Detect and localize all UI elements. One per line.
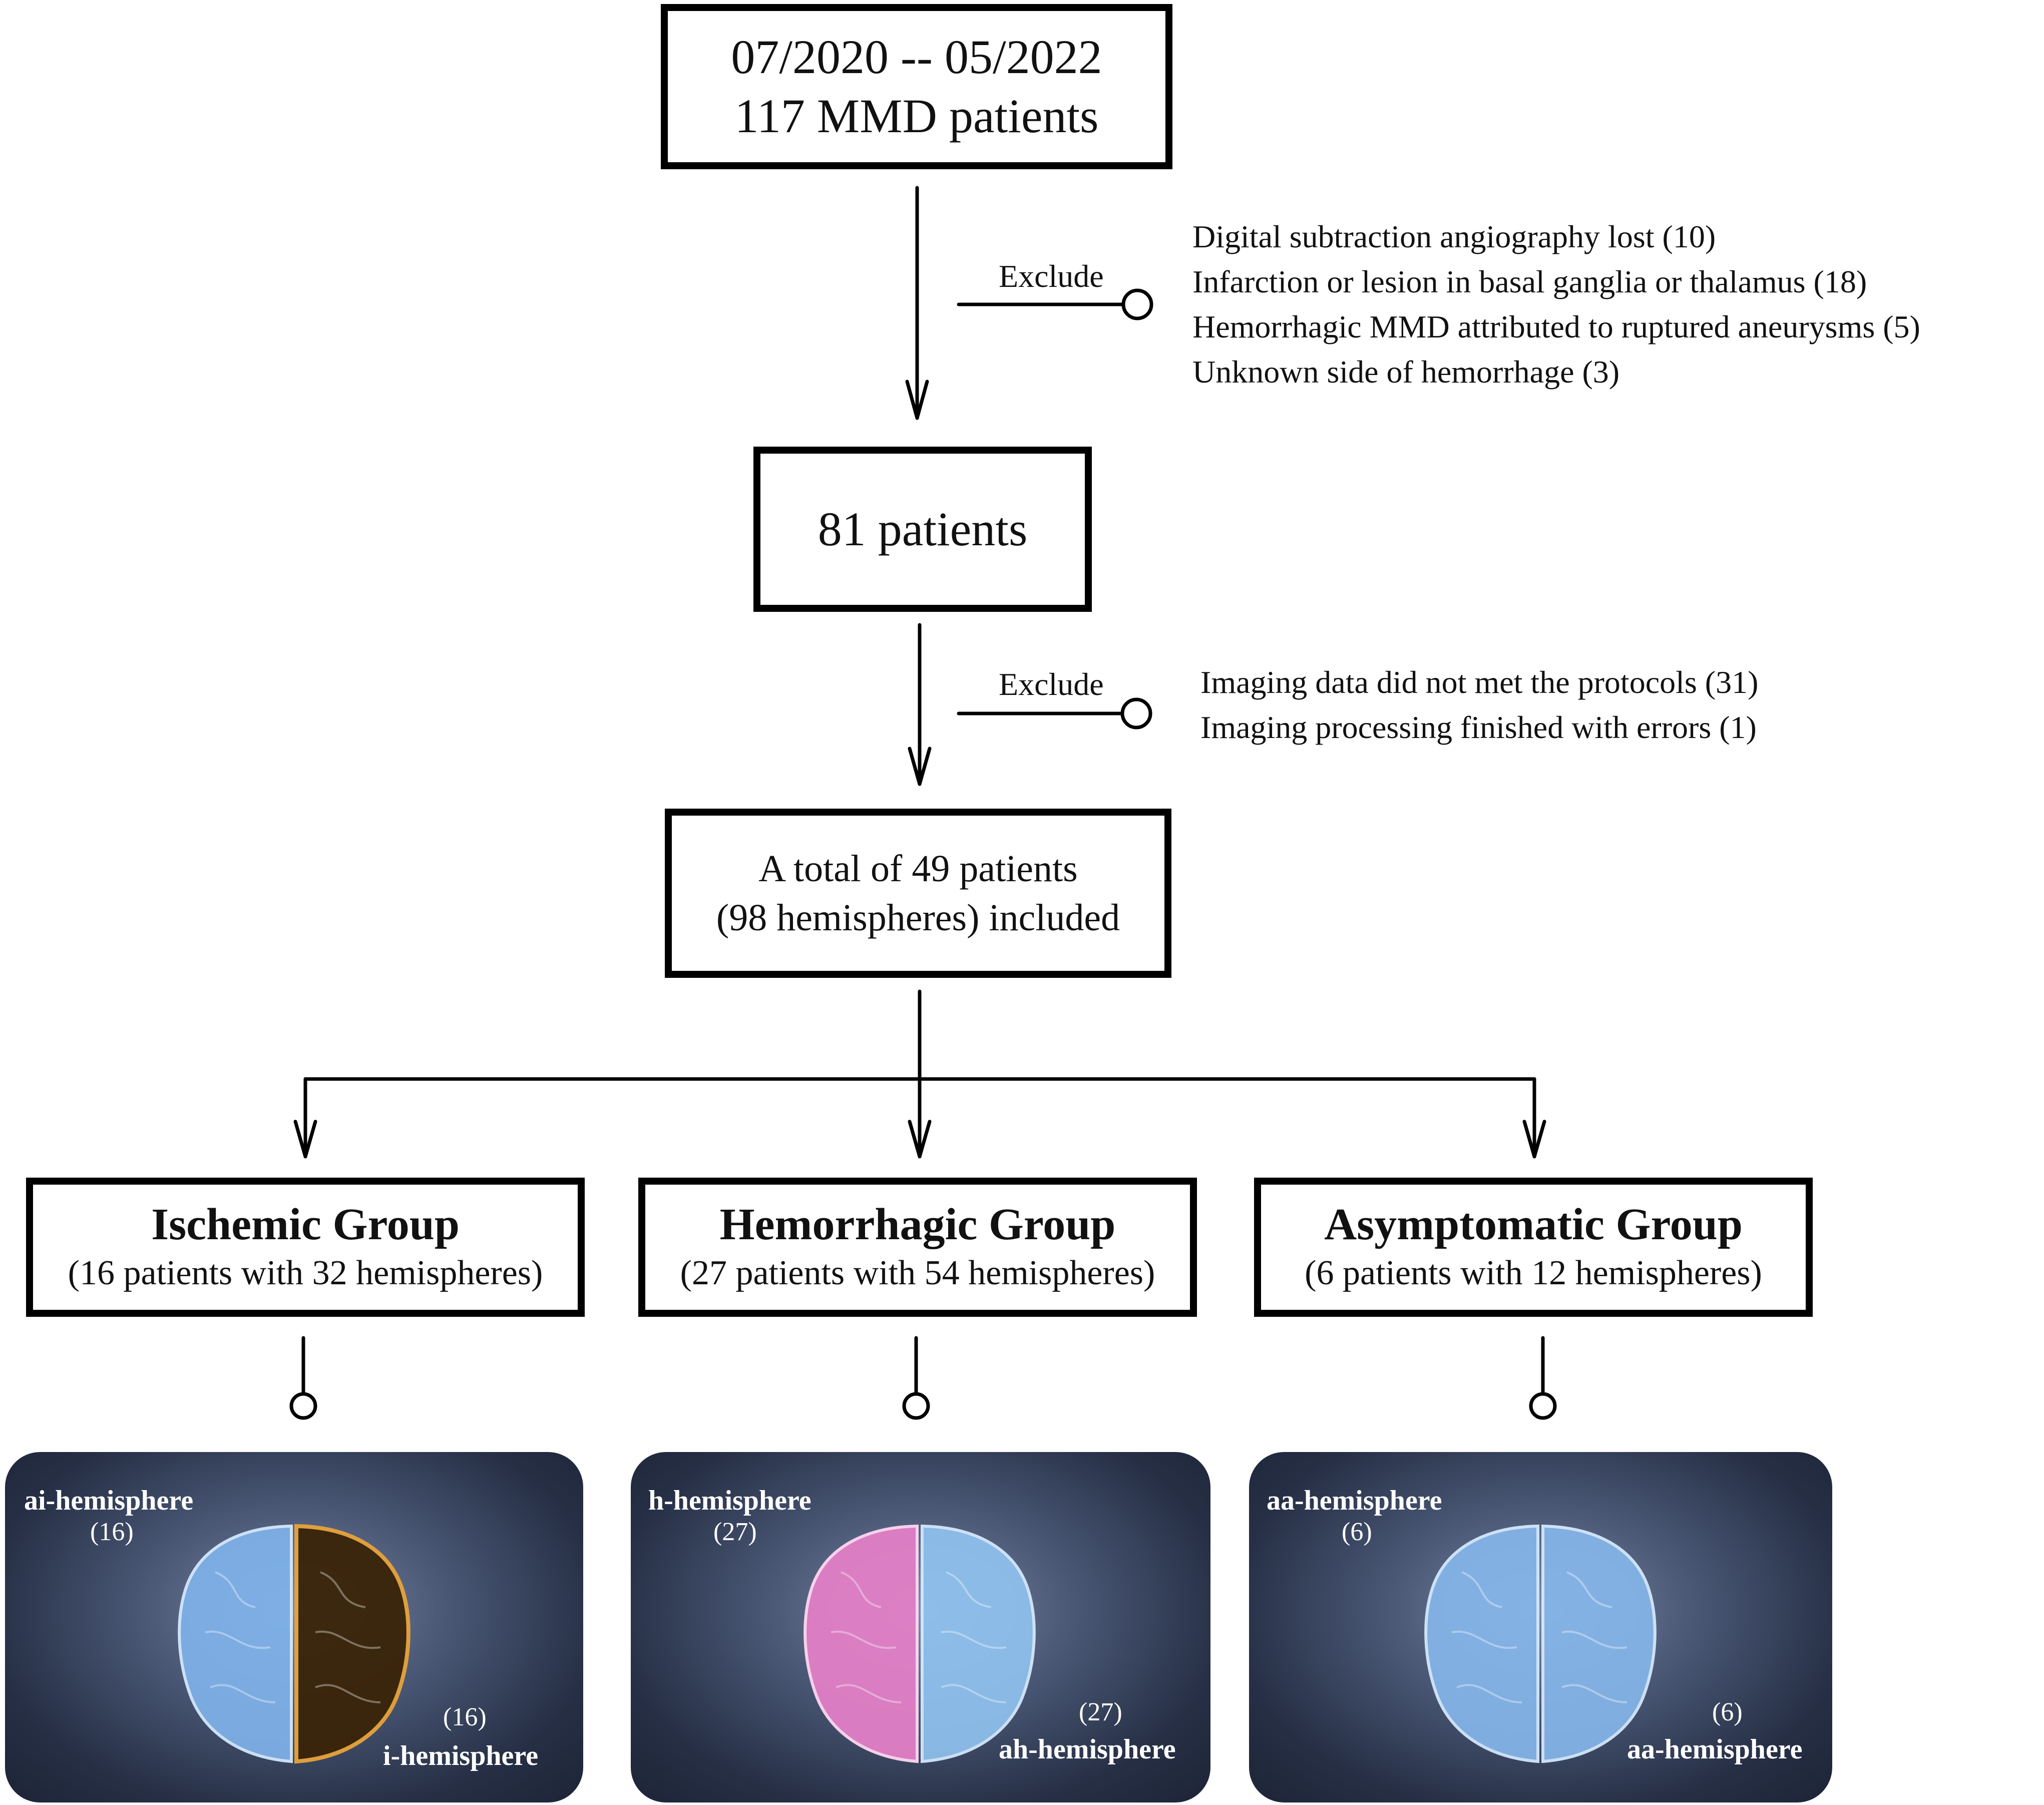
exclusion-list-2: Imaging data did not met the protocols (… [1200,660,1758,750]
exclude-label-2: Exclude [999,666,1104,702]
ischemic-group-box: Ischemic Group (16 patients with 32 hemi… [26,1178,585,1317]
exclusion-item: Digital subtraction angiography lost (10… [1192,219,1716,254]
asymptomatic-group-box: Asymptomatic Group (6 patients with 12 h… [1254,1178,1813,1317]
group-subtitle: (6 patients with 12 hemispheres) [1305,1254,1762,1292]
left-hemisphere-label: h-hemisphere [648,1485,811,1516]
group-title: Ischemic Group [151,1200,460,1249]
right-hemisphere-count: (16) [443,1703,487,1731]
group-subtitle: (27 patients with 54 hemispheres) [680,1254,1155,1292]
brain-left-hemisphere [1424,1524,1539,1763]
brain-right-hemisphere [1541,1524,1657,1763]
included-hemispheres: (98 hemispheres) included [716,897,1120,939]
brain-illustration [1424,1524,1657,1763]
brain-right-hemisphere [921,1524,1036,1763]
enrollment-period: 07/2020 -- 05/2022 [731,30,1102,84]
left-hemisphere-label: aa-hemisphere [1267,1485,1442,1516]
exclusion-item: Imaging processing finished with errors … [1200,709,1757,745]
enrollment-count: 117 MMD patients [734,89,1099,143]
included-box: A total of 49 patients (98 hemispheres) … [665,809,1171,978]
brain-left-hemisphere [803,1524,919,1763]
ischemic-brain-panel: ai-hemisphere (16) (16) i-hemisphere [5,1452,583,1802]
brain-illustration [178,1524,411,1764]
group-subtitle: (16 patients with 32 hemispheres) [68,1254,543,1292]
right-hemisphere-label: aa-hemisphere [1627,1734,1803,1765]
exclude-label-1: Exclude [999,258,1104,294]
right-hemisphere-count: (6) [1712,1698,1743,1726]
left-hemisphere-count: (6) [1342,1518,1372,1546]
brain-right-hemisphere [294,1524,411,1764]
eligible-box: 81 patients [753,447,1092,612]
group-title: Asymptomatic Group [1324,1200,1743,1249]
left-hemisphere-count: (27) [713,1518,757,1546]
left-hemisphere-count: (16) [90,1518,134,1546]
right-hemisphere-count: (27) [1079,1698,1122,1726]
right-hemisphere-label: i-hemisphere [383,1740,539,1771]
right-hemisphere-label: ah-hemisphere [999,1734,1176,1765]
exclusion-item: Infarction or lesion in basal ganglia or… [1192,264,1867,299]
brain-left-hemisphere [178,1524,293,1763]
exclusion-item: Unknown side of hemorrhage (3) [1192,354,1620,390]
exclusion-list-1: Digital subtraction angiography lost (10… [1192,214,1920,395]
eligible-count: 81 patients [817,502,1028,556]
hemorrhagic-group-box: Hemorrhagic Group (27 patients with 54 h… [638,1178,1197,1317]
asymptomatic-brain-panel: aa-hemisphere (6) (6) aa-hemisphere [1249,1452,1832,1802]
brain-illustration [803,1524,1036,1763]
enrollment-box: 07/2020 -- 05/2022 117 MMD patients [661,4,1172,169]
hemorrhagic-brain-panel: h-hemisphere (27) (27) ah-hemisphere [631,1452,1210,1802]
exclusion-item: Hemorrhagic MMD attributed to ruptured a… [1192,309,1920,344]
left-hemisphere-label: ai-hemisphere [24,1485,194,1516]
exclusion-item: Imaging data did not met the protocols (… [1200,664,1759,700]
group-title: Hemorrhagic Group [719,1200,1116,1249]
included-patients: A total of 49 patients [758,848,1078,890]
